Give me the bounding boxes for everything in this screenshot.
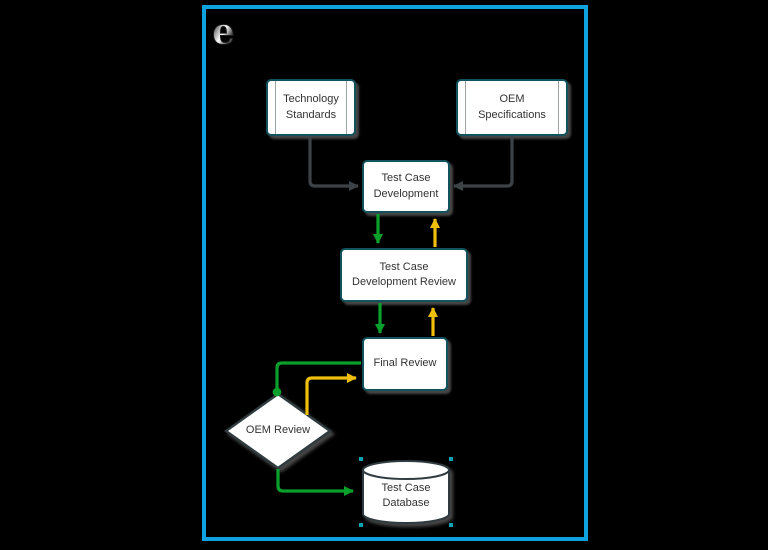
node-technology-standards[interactable]: Technology Standards (266, 79, 356, 136)
node-label-test-case-development-review: Test Case Development Review (352, 260, 456, 288)
connection-point-mark (449, 457, 453, 461)
node-label-test-case-development: Test Case Development (373, 172, 439, 200)
logo-e-icon: e (212, 11, 236, 54)
diagram-frame-border (202, 5, 588, 541)
node-label-final-review: Final Review (373, 357, 437, 370)
node-test-case-development-review[interactable]: Test Case Development Review (340, 248, 468, 302)
diamond-shape (223, 392, 333, 470)
logo-e-glyph: e (212, 11, 235, 53)
node-final-review[interactable]: Final Review (362, 337, 448, 391)
node-label-test-case-database: Test Case Database (381, 481, 431, 509)
node-label-oem-specifications: OEM Specifications (478, 93, 546, 121)
node-test-case-development[interactable]: Test Case Development (362, 160, 450, 213)
connection-point-mark (449, 523, 453, 527)
connection-point-mark (359, 523, 363, 527)
node-test-case-database[interactable]: Test Case Database (359, 457, 453, 527)
node-label-oem-review: OEM Review (245, 424, 311, 437)
node-label-technology-standards: Technology Standards (283, 93, 339, 121)
node-oem-specifications[interactable]: OEM Specifications (456, 79, 568, 136)
connection-point-mark (359, 457, 363, 461)
cylinder-shape (362, 460, 450, 524)
node-oem-review[interactable]: OEM Review (223, 392, 333, 470)
